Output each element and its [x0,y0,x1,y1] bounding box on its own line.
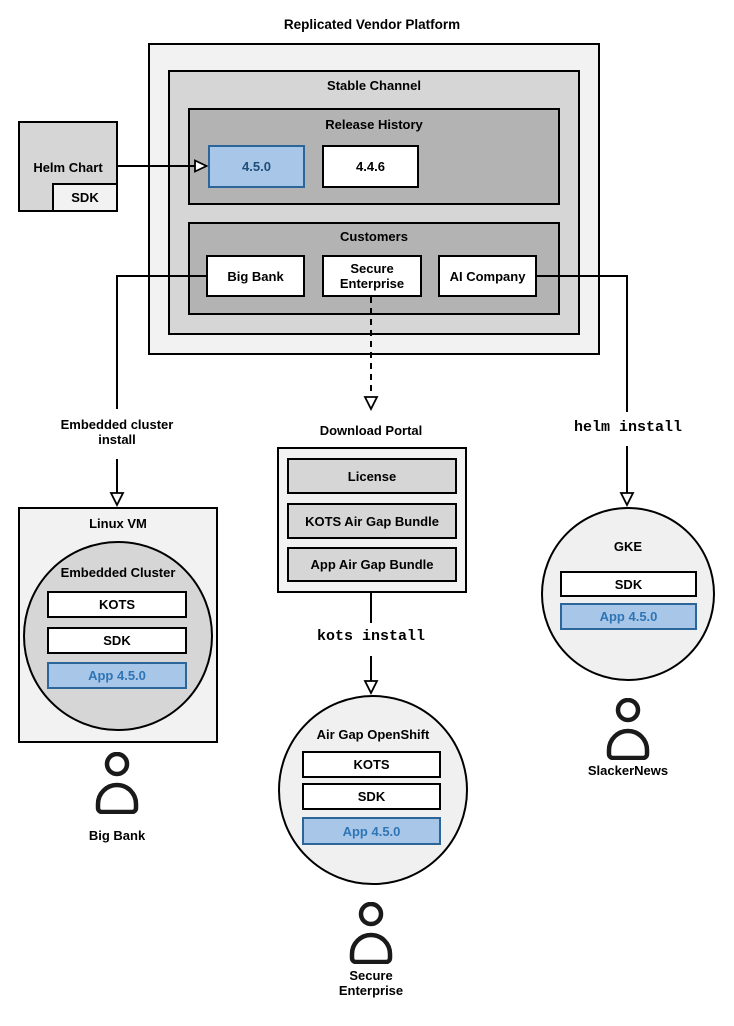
customer-big-bank: Big Bank [206,255,305,297]
stable-channel-label: Stable Channel [327,78,421,93]
release-version-446: 4.4.6 [322,145,419,188]
download-portal-label: Download Portal [319,423,423,438]
release-version-450: 4.5.0 [208,145,305,188]
linux-vm-label: Linux VM [89,516,147,531]
helm-chart-label: Helm Chart [33,160,103,175]
gke-sdk-box: SDK [560,571,697,597]
edge-label-kots-install: kots install [316,628,426,645]
download-portal-app-bundle-box: App Air Gap Bundle [287,547,457,582]
edge-label-embedded-cluster-install: Embedded cluster install [60,417,174,447]
arrowhead-icon [363,396,379,412]
user-label-big-bank: Big Bank [88,828,146,843]
user-icon [95,752,139,814]
user-label-secure-enterprise: Secure Enterprise [338,968,404,998]
gke-label: GKE [613,539,643,554]
openshift-sdk-box: SDK [302,783,441,810]
release-history-label: Release History [325,117,423,132]
user-label-slackernews: SlackerNews [587,763,669,778]
linux-vm-sdk-box: SDK [47,627,187,654]
download-portal-license-box: License [287,458,457,494]
gke-app-box: App 4.5.0 [560,603,697,630]
linux-vm-app-box: App 4.5.0 [47,662,187,689]
openshift-app-box: App 4.5.0 [302,817,441,845]
customers-label: Customers [340,229,408,244]
air-gap-openshift-label: Air Gap OpenShift [316,727,430,742]
openshift-kots-box: KOTS [302,751,441,778]
helm-chart-sdk-box: SDK [52,183,118,212]
arrowhead-icon [619,492,635,508]
customer-ai-company: AI Company [438,255,537,297]
download-portal-kots-bundle-box: KOTS Air Gap Bundle [287,503,457,539]
linux-vm-kots-box: KOTS [47,591,187,618]
customer-secure-enterprise: Secure Enterprise [322,255,422,297]
embedded-cluster-label: Embedded Cluster [60,565,176,580]
arrowhead-icon [109,492,125,508]
user-icon [349,902,393,964]
diagram-title: Replicated Vendor Platform [283,17,461,32]
edge-label-helm-install: helm install [573,419,683,436]
user-icon [606,698,650,760]
arrowhead-icon [363,680,379,696]
